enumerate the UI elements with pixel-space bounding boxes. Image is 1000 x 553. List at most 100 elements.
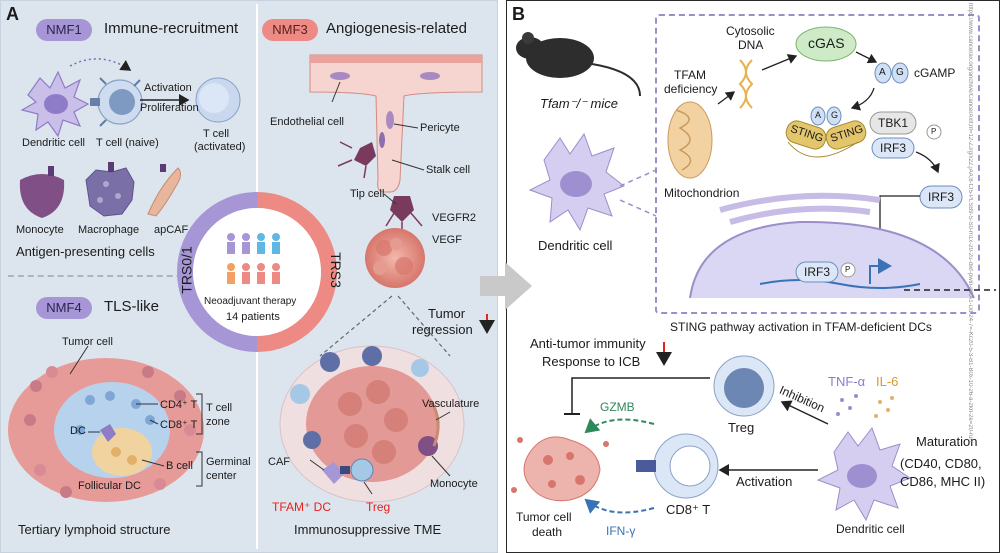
cd8-leader bbox=[149, 419, 159, 425]
cytosolic-dna-label-1: Cytosolic bbox=[726, 24, 775, 38]
irf3-p-label: P bbox=[845, 265, 851, 274]
cd8-b-label: CD8⁺ T bbox=[666, 502, 711, 517]
dna-strand bbox=[759, 279, 921, 289]
ifn-label: IFN-γ bbox=[606, 524, 636, 538]
tme-treg-label: Treg bbox=[366, 500, 391, 514]
bcell-label: B cell bbox=[166, 460, 193, 472]
tumor-regression-label-2: regression bbox=[412, 322, 473, 337]
nmf3-tag: NMF3 bbox=[262, 19, 318, 41]
bcell-leader bbox=[141, 459, 165, 467]
tfam-dc-label: TFAM⁺ DC bbox=[272, 500, 331, 514]
nmf4-title: TLS-like bbox=[104, 298, 160, 315]
nmf1-tag: NMF1 bbox=[36, 19, 92, 41]
tls-caption: Tertiary lymphoid structure bbox=[18, 522, 171, 537]
nucleus-icon bbox=[689, 220, 975, 299]
activated-t-cell-label-1: T cell bbox=[203, 128, 230, 140]
therapy-label: Neoadjuvant therapy bbox=[204, 296, 297, 307]
tme-monocyte-label: Monocyte bbox=[430, 478, 478, 490]
treg-b-icon bbox=[713, 355, 775, 417]
tbk1-phospho bbox=[926, 124, 942, 140]
tumor-cell-label: Tumor cell bbox=[62, 336, 113, 348]
tip-leader bbox=[383, 193, 397, 205]
germinal-label-1: Germinal bbox=[206, 456, 251, 468]
anti-tumor-label-1: Anti-tumor immunity bbox=[530, 336, 646, 351]
vegfr2-label: VEGFR2 bbox=[432, 212, 477, 224]
nmf3-title: Angiogenesis-related bbox=[326, 20, 467, 37]
panel-a-letter: A bbox=[6, 4, 19, 24]
stalk-label: Stalk cell bbox=[426, 164, 471, 176]
trs01-ring bbox=[177, 192, 257, 352]
zoom-dashed-1 bbox=[619, 169, 657, 187]
sting-box-caption: STING pathway activation in TFAM-deficie… bbox=[670, 320, 932, 334]
anti-tumor-label-2: Response to ICB bbox=[542, 354, 641, 369]
mitochondrion-icon bbox=[667, 101, 713, 179]
apc-title: Antigen-presenting cells bbox=[16, 244, 155, 259]
maturation-label-1: Maturation bbox=[916, 434, 978, 449]
zoom-line-right bbox=[397, 295, 451, 357]
dendritic-cell-bottom-icon bbox=[816, 426, 912, 522]
irf3-label-3: IRF3 bbox=[804, 265, 831, 279]
dc-to-treg-arrow bbox=[780, 400, 829, 425]
panel-b-letter: B bbox=[512, 4, 525, 24]
panel-transition-arrow bbox=[480, 262, 532, 310]
activation-b-label: Activation bbox=[736, 474, 793, 489]
endothelial-leader bbox=[331, 81, 341, 103]
tnf-label: TNF-α bbox=[828, 374, 866, 389]
maturation-label-2: (CD40, CD80, bbox=[900, 456, 982, 471]
macrophage-label: Macrophage bbox=[78, 224, 140, 236]
irf3-node-3 bbox=[795, 261, 839, 283]
pericyte-leader bbox=[393, 123, 419, 129]
tcell-zone-bracket bbox=[196, 393, 203, 435]
irf3-node-2 bbox=[919, 185, 963, 209]
transcription-arrow bbox=[869, 258, 892, 284]
cd8-label: CD8⁺ T bbox=[160, 419, 198, 431]
tumor-cell-leader bbox=[69, 345, 89, 375]
treg-b-label: Treg bbox=[728, 420, 755, 435]
vegf-label: VEGF bbox=[432, 234, 462, 246]
cgamp-to-sting-arrow bbox=[850, 87, 875, 111]
cgas-label: cGAS bbox=[808, 35, 845, 51]
monocyte-label: Monocyte bbox=[16, 224, 64, 236]
activated-t-cell-label-2: (activated) bbox=[194, 141, 246, 153]
dendritic-cell-icon bbox=[20, 70, 90, 138]
ifn-arrow bbox=[584, 498, 655, 514]
er-icon bbox=[719, 192, 881, 225]
tme-icon bbox=[279, 345, 465, 503]
nmf1-title: Immune-recruitment bbox=[104, 20, 239, 37]
cgamp-a-label: A bbox=[879, 67, 886, 78]
sting-g-label: G bbox=[831, 110, 839, 120]
sting-dimer bbox=[785, 106, 867, 158]
dendritic-cell-b-icon bbox=[528, 132, 625, 232]
tfam-deficiency-label-1: TFAM bbox=[674, 68, 706, 82]
follicular-label: Follicular DC bbox=[78, 480, 141, 492]
mouse-icon bbox=[516, 32, 641, 97]
cytokines-icon bbox=[836, 394, 894, 418]
tfam-deficiency-label-2: deficiency bbox=[664, 82, 718, 96]
caf-label: CAF bbox=[268, 456, 290, 468]
blood-vessel-icon bbox=[309, 54, 483, 236]
apcaf-icon bbox=[147, 164, 182, 217]
dna-to-cgas-arrow bbox=[761, 54, 798, 71]
vasculature-label: Vasculature bbox=[422, 398, 480, 410]
dc-bottom-label: Dendritic cell bbox=[836, 522, 905, 536]
panel-a-divider-horizontal bbox=[8, 275, 252, 277]
naive-t-cell-icon bbox=[90, 77, 143, 127]
tumor-regression-label-1: Tumor bbox=[428, 306, 466, 321]
zoom-dashed-2 bbox=[619, 199, 657, 217]
cgamp-label: cGAMP bbox=[914, 66, 956, 80]
tumor-death-label-2: death bbox=[532, 525, 563, 539]
dendritic-cell-label: Dendritic cell bbox=[22, 137, 85, 149]
endothelial-label: Endothelial cell bbox=[270, 116, 344, 128]
activated-t-cell-icon bbox=[195, 77, 241, 123]
tumor-death-label-1: Tumor cell bbox=[516, 510, 572, 524]
ring-right-label: TRS3 bbox=[327, 252, 344, 288]
cgamp-g-label: G bbox=[896, 67, 904, 78]
trs3-ring bbox=[257, 192, 337, 352]
monocyte-icon bbox=[19, 166, 65, 218]
mice-label: Tfam⁻/⁻ mice bbox=[540, 96, 619, 111]
tip-label: Tip cell bbox=[350, 188, 385, 200]
tbk1-p-label: P bbox=[931, 127, 937, 136]
irf3-label-2: IRF3 bbox=[928, 190, 955, 204]
